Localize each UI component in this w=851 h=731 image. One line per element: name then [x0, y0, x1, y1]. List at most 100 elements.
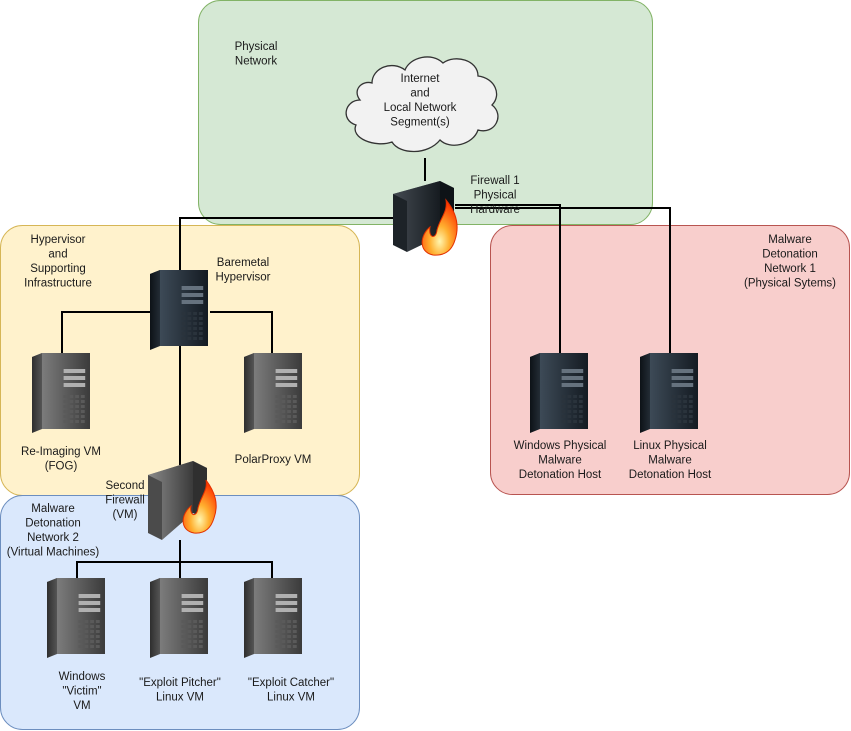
vent-slot	[198, 332, 203, 335]
vent-slot	[95, 625, 100, 628]
vent-slot	[69, 420, 74, 423]
drive-bay	[181, 286, 204, 290]
label-line: Malware	[31, 503, 74, 515]
vent-slot	[561, 410, 566, 413]
vent-slot	[181, 635, 186, 638]
vent-slot	[287, 625, 291, 628]
drive-bay	[275, 594, 298, 598]
vent-slot	[187, 620, 192, 623]
vent-slot	[281, 400, 286, 403]
vent-slot	[181, 630, 186, 633]
vent-slot	[275, 420, 280, 423]
label-line: Physical	[474, 190, 517, 202]
vent-slot	[80, 415, 85, 418]
baremetal-server-icon	[150, 270, 208, 350]
vent-slot	[567, 410, 572, 413]
label-line: and	[410, 88, 429, 100]
polarproxy-label: PolarProxy VM	[235, 454, 312, 466]
vent-slot	[677, 420, 682, 423]
label-line: Second	[105, 480, 144, 492]
reimaging-server-icon	[32, 353, 90, 433]
vent-slot	[84, 620, 89, 623]
drive-bay	[275, 376, 298, 380]
drive-bay	[671, 369, 694, 373]
vent-slot	[561, 395, 566, 398]
exploit-catcher-label: "Exploit Catcher" Linux VM	[248, 677, 334, 704]
vent-slot	[181, 332, 186, 335]
vent-slot	[561, 415, 566, 418]
vent-slot	[688, 410, 693, 413]
vent-slot	[69, 415, 74, 418]
firewall-2-icon	[148, 461, 217, 540]
label-line: Segment(s)	[390, 117, 450, 129]
vent-slot	[287, 640, 291, 643]
vent-slot	[281, 410, 286, 413]
windows-victim-server-icon	[47, 578, 105, 658]
vent-slot	[561, 405, 566, 408]
vent-slot	[193, 620, 197, 623]
vent-slot	[198, 322, 203, 325]
vent-slot	[198, 640, 203, 643]
vent-slot	[187, 332, 192, 335]
link-firewall1-windows-physical	[455, 204, 561, 360]
vent-slot	[287, 630, 291, 633]
vent-slot	[683, 405, 687, 408]
drive-bay	[671, 376, 694, 380]
vent-slot	[95, 645, 100, 648]
vent-slot	[573, 400, 577, 403]
vent-slot	[84, 645, 89, 648]
vent-slot	[80, 405, 85, 408]
vent-slot	[275, 640, 280, 643]
label-line: Internet	[401, 73, 441, 85]
vent-slot	[688, 400, 693, 403]
vent-slot	[63, 400, 68, 403]
vent-slot	[281, 395, 286, 398]
drive-bay	[181, 300, 204, 304]
vent-slot	[75, 410, 79, 413]
vent-slot	[281, 415, 286, 418]
drive-bay	[561, 369, 584, 373]
server-side	[47, 578, 57, 658]
vent-slot	[292, 630, 297, 633]
vent-slot	[78, 630, 83, 633]
server-side	[150, 578, 160, 658]
vent-slot	[75, 395, 79, 398]
vent-slot	[292, 400, 297, 403]
vent-slot	[193, 337, 197, 340]
vent-slot	[671, 405, 676, 408]
vent-slot	[75, 420, 79, 423]
vent-slot	[63, 415, 68, 418]
vent-slot	[78, 620, 83, 623]
vent-slot	[573, 410, 577, 413]
vent-slot	[193, 640, 197, 643]
vent-slot	[281, 630, 286, 633]
vent-slot	[281, 420, 286, 423]
vent-slot	[573, 420, 577, 423]
vent-slot	[80, 400, 85, 403]
label-line: Linux VM	[267, 692, 315, 704]
vent-slot	[193, 322, 197, 325]
vent-slot	[193, 312, 197, 315]
server-side	[32, 353, 42, 433]
vent-slot	[683, 410, 687, 413]
vent-slot	[90, 635, 94, 638]
vent-slot	[187, 327, 192, 330]
vent-slot	[292, 410, 297, 413]
vent-slot	[287, 620, 291, 623]
vent-slot	[198, 630, 203, 633]
vent-slot	[181, 640, 186, 643]
vent-slot	[287, 410, 291, 413]
vent-slot	[181, 625, 186, 628]
vent-slot	[90, 620, 94, 623]
label-line: Hypervisor	[216, 272, 271, 284]
vent-slot	[578, 410, 583, 413]
vent-slot	[688, 405, 693, 408]
label-line: "Exploit Catcher"	[248, 677, 334, 689]
vent-slot	[95, 635, 100, 638]
vent-slot	[275, 635, 280, 638]
drive-bay	[275, 608, 298, 612]
label-line: Detonation Host	[629, 469, 712, 481]
exploit-pitcher-server-icon	[150, 578, 208, 658]
